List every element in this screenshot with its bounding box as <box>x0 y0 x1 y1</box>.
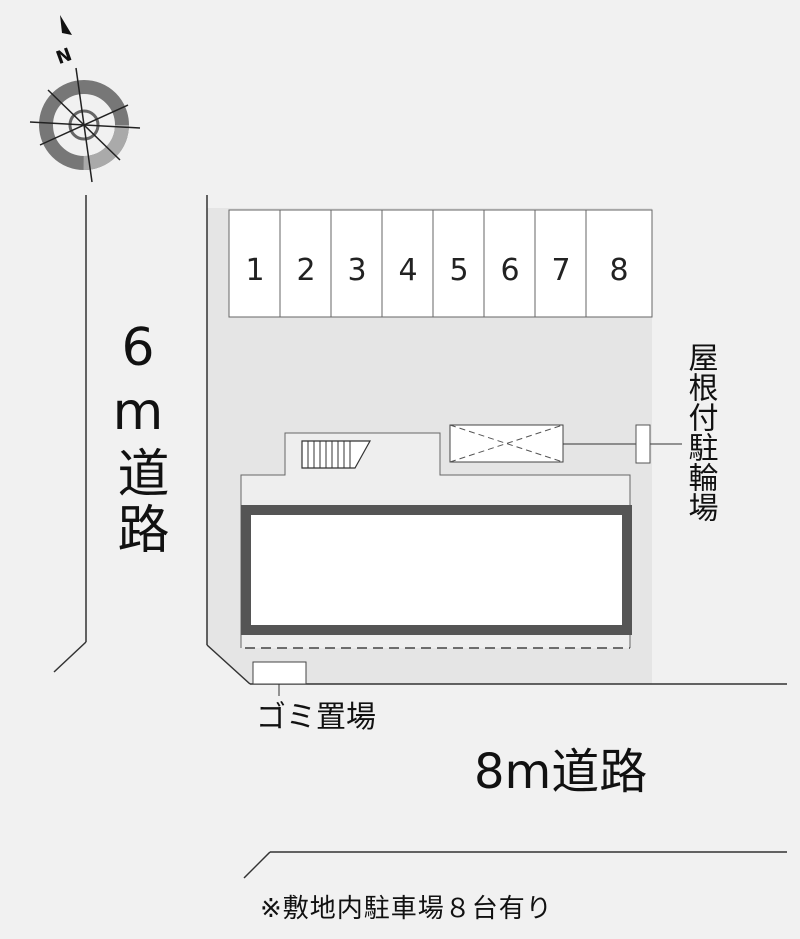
parking-slot-4: 4 <box>398 253 417 288</box>
parking-area: 1 2 3 4 5 6 7 8 <box>228 209 653 318</box>
parking-slot-5: 5 <box>449 253 468 288</box>
north-letter: N <box>53 44 74 69</box>
parking-slot-1: 1 <box>245 253 264 288</box>
garbage-area <box>252 661 307 685</box>
stairs-icon <box>301 440 372 469</box>
road-west-corner <box>53 641 87 673</box>
road-south-far-corner <box>243 851 271 879</box>
bicycle-parking <box>449 424 682 464</box>
road-south-label: 8m道路 <box>474 744 648 800</box>
parking-footnote: ※敷地内駐車場８台有り <box>260 894 553 924</box>
parking-slot-8: 8 <box>609 253 628 288</box>
building-interior <box>251 515 622 625</box>
parking-slot-2: 2 <box>296 253 315 288</box>
parking-slot-7: 7 <box>551 253 570 288</box>
compass-icon: N <box>29 15 141 183</box>
parking-slot-6: 6 <box>500 253 519 288</box>
garbage-area-label: ゴミ置場 <box>256 700 376 735</box>
road-west-label: 6m道路 <box>108 318 168 558</box>
parking-slot-3: 3 <box>347 253 366 288</box>
bicycle-parking-label: 屋根付駐輪場 <box>682 342 718 522</box>
bicycle-post <box>635 424 651 464</box>
